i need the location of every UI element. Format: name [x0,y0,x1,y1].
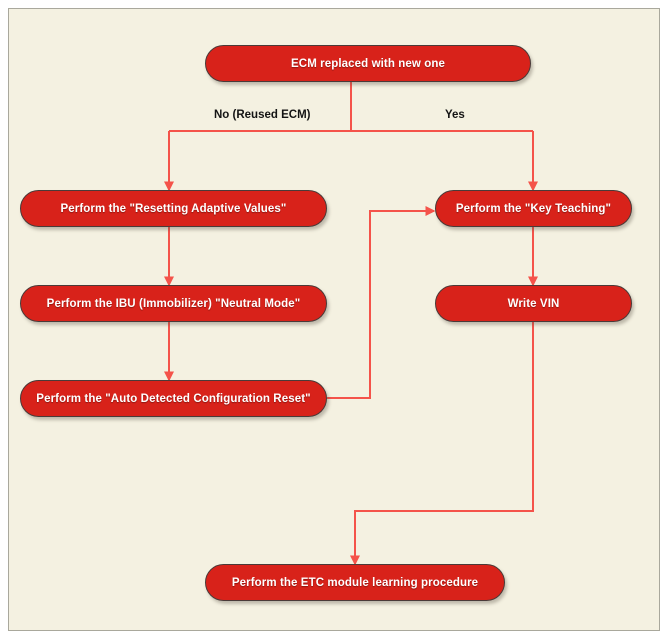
node-label: Write VIN [507,297,560,310]
node-label: Perform the "Resetting Adaptive Values" [60,202,287,215]
node-key-teaching[interactable]: Perform the "Key Teaching" [435,190,632,227]
node-resetting-adaptive-values[interactable]: Perform the "Resetting Adaptive Values" [20,190,327,227]
wire-write-vin-to-etc [350,322,534,566]
node-label: ECM replaced with new one [291,57,445,70]
node-label: Perform the IBU (Immobilizer) "Neutral M… [46,297,301,310]
node-ecm-replaced[interactable]: ECM replaced with new one [205,45,531,82]
wire-autoreset-to-key-teaching [327,206,436,399]
node-label: Perform the ETC module learning procedur… [231,576,479,589]
node-auto-detected-configuration-reset[interactable]: Perform the "Auto Detected Configuration… [20,380,327,417]
node-write-vin[interactable]: Write VIN [435,285,632,322]
node-label: Perform the "Key Teaching" [455,202,612,215]
edge-label-yes: Yes [445,109,465,121]
node-etc-module-learning-procedure[interactable]: Perform the ETC module learning procedur… [205,564,505,601]
node-label: Perform the "Auto Detected Configuration… [36,392,311,405]
node-ibu-neutral-mode[interactable]: Perform the IBU (Immobilizer) "Neutral M… [20,285,327,322]
edge-label-no-reused-ecm: No (Reused ECM) [214,109,311,121]
